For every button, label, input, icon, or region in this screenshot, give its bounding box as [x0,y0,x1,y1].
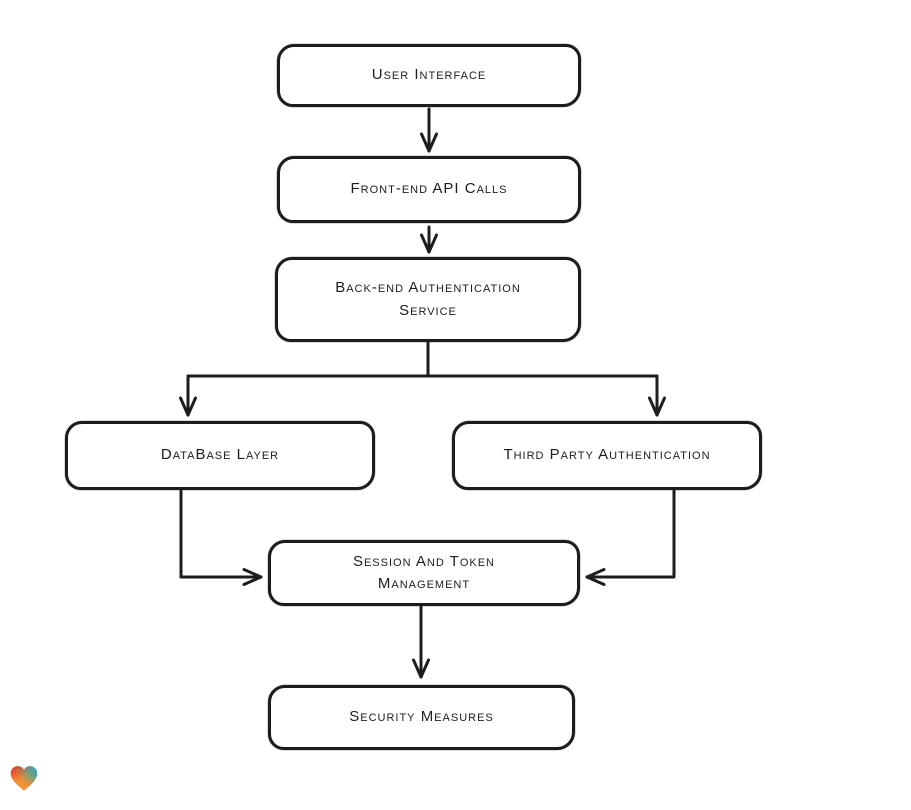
node-label: User Interface [371,66,487,84]
node-session-and-token-management: Session And Token Management [268,540,580,606]
heart-icon [10,766,38,791]
node-label: Front-end API Calls [350,180,508,198]
node-user-interface: User Interface [277,44,581,107]
node-front-end-api-calls: Front-end API Calls [277,156,581,223]
node-database-layer: DataBase Layer [65,421,375,490]
edge-database-to-session [179,489,263,586]
node-label: Third Party Authentication [503,446,711,464]
edge-thirdparty-to-session [585,489,676,586]
node-label: Session And Token Management [352,552,496,593]
node-security-measures: Security Measures [268,685,575,750]
node-back-end-authentication-service: Back-end Authentication Service [275,257,581,342]
node-label: Back-end Authentication Service [335,279,521,319]
node-label: DataBase Layer [160,446,280,464]
node-third-party-authentication: Third Party Authentication [452,421,762,490]
edge-backend-branch-trunk [186,340,659,378]
node-label: Security Measures [349,708,494,726]
